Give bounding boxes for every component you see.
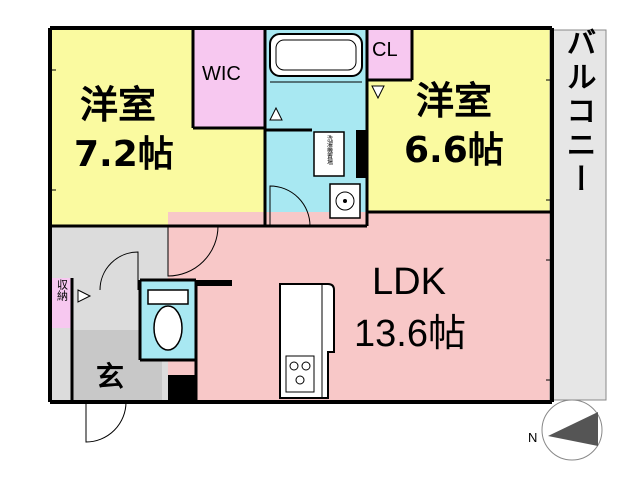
kitchen-counter: [279, 283, 335, 399]
western-right-size: 6.6帖: [404, 130, 504, 171]
stove: [285, 355, 315, 393]
wall-block-3: [356, 130, 367, 178]
bathtub: [269, 33, 363, 83]
toilet: [147, 289, 189, 351]
triangle-mark-1: [269, 106, 283, 121]
western-left-size: 7.2帖: [74, 134, 174, 175]
doors: [85, 185, 311, 443]
wall-block-2: [196, 280, 232, 286]
wall-block-1: [168, 375, 196, 400]
balcony: [550, 30, 606, 400]
western-right-name: 洋室: [416, 79, 492, 123]
compass: N: [528, 399, 603, 461]
western-left-name: 洋室: [80, 83, 156, 127]
closet-cl-fill: [367, 30, 412, 80]
windows: [52, 69, 550, 381]
wic-label: WIC: [202, 63, 241, 85]
triangle-mark-3: [77, 289, 92, 303]
ldk-size: 13.6帖: [354, 313, 466, 355]
ldk-room: [168, 212, 550, 400]
entrance-label: 玄: [96, 360, 124, 393]
washer-space: [313, 131, 345, 177]
ldk-name: LDK: [372, 261, 446, 303]
balcony-label: バルコニー: [561, 27, 596, 197]
cl-label: CL: [372, 39, 398, 61]
walls: [48, 26, 554, 404]
compass-arrow-icon: [548, 412, 598, 446]
compass-north-label: N: [528, 430, 537, 445]
washer-label: 洗濯機置場: [326, 134, 333, 166]
walk-in-closet: [193, 30, 265, 128]
storage-area: [52, 278, 72, 328]
triangle-mark-2: [371, 85, 385, 100]
washroom-fixtures: 洗濯機置場: [313, 131, 361, 219]
storage-label: 収納: [56, 279, 69, 302]
interior-walls: [52, 30, 550, 400]
